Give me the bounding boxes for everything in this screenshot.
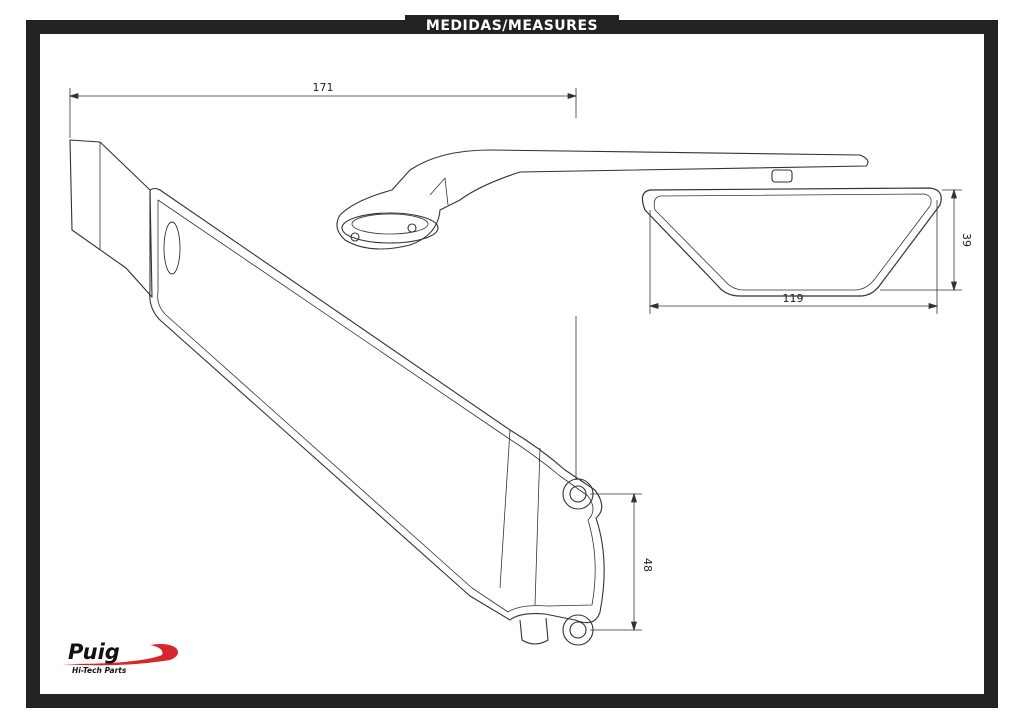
- mount-hole-upper: [562, 478, 594, 510]
- arm-body: [149, 187, 605, 624]
- dim-48-label: 48: [641, 558, 654, 572]
- logo-swoosh: [62, 644, 178, 666]
- mirror-glass: [653, 193, 932, 291]
- puig-logo: Puig Hi-Tech Parts: [62, 640, 178, 675]
- page-title: MEDIDAS/MEASURES: [426, 18, 598, 34]
- arm-logo-mark: [163, 221, 181, 275]
- mirror-arm: [69, 139, 605, 646]
- dim-119-label: 119: [783, 292, 804, 305]
- dimension-lines: [68, 88, 962, 632]
- logo-brand-text: Puig: [68, 640, 120, 664]
- mirror-joint: [771, 169, 793, 183]
- mirror-head: [641, 187, 942, 297]
- arm-inner-line: [157, 199, 596, 613]
- logo-tagline-text: Hi-Tech Parts: [72, 666, 127, 675]
- mirror-top-view: [336, 149, 869, 250]
- page-frame: [26, 20, 998, 708]
- arm-end-cap: [69, 139, 153, 298]
- stem-top: [336, 149, 869, 250]
- stem-base: [341, 212, 439, 244]
- dim-39-label: 39: [960, 233, 973, 247]
- dim-171-label: 171: [313, 81, 334, 94]
- title-band: [405, 15, 619, 34]
- arm-joint-panel: [499, 429, 541, 606]
- arm-bottom-tab: [519, 617, 549, 645]
- mount-hole-lower: [562, 614, 594, 646]
- mirror-head-outer: [641, 187, 942, 297]
